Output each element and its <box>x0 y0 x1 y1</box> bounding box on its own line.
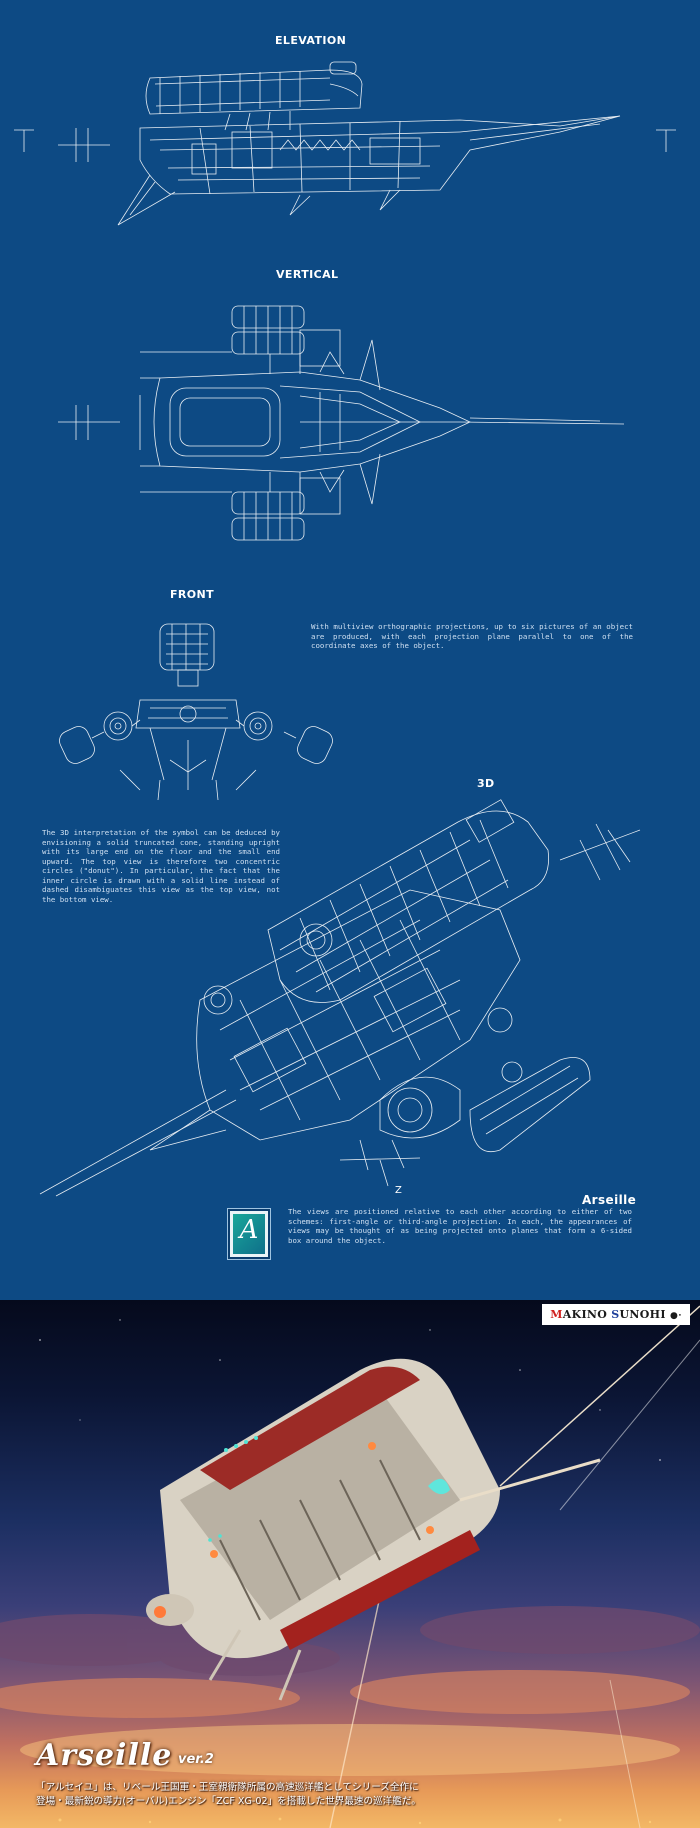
vertical-drawing <box>58 305 625 541</box>
z-axis-label: Z <box>395 1185 403 1196</box>
elevation-label: ELEVATION <box>275 34 347 47</box>
paw-icon: ●⋅ <box>669 1311 682 1321</box>
brand-unohi: UNOHI <box>619 1308 666 1321</box>
illustration-art <box>0 1305 700 1828</box>
airship-illustration <box>146 1305 700 1701</box>
ship-name-label: Arseille <box>582 1193 637 1207</box>
logo-letter: A <box>239 1215 259 1245</box>
brand-initial-m: M <box>550 1308 563 1321</box>
description-line-2: 登場・最新鋭の導力(オーバル)エンジン「ZCF XG-02」を搭載した世界最速の… <box>36 1796 421 1807</box>
logo-background <box>233 1214 265 1254</box>
blueprint-panel: ELEVATION VERTICAL FRONT 3D Arseille Z W… <box>0 0 700 1300</box>
3d-drawing <box>39 799 641 1197</box>
front-drawing <box>59 623 333 801</box>
version-label: ver.2 <box>178 1752 214 1767</box>
front-label: FRONT <box>170 588 215 601</box>
multiview-paragraph: With multiview orthographic projections,… <box>311 622 633 650</box>
blueprint-drawings <box>14 61 676 1197</box>
vertical-label: VERTICAL <box>276 268 339 281</box>
3d-label: 3D <box>477 777 495 790</box>
brand-initial-s: S <box>611 1308 620 1321</box>
interpretation-paragraph: The 3D interpretation of the symbol can … <box>42 828 280 904</box>
illustration-panel <box>0 1300 700 1828</box>
brand-akino: AKINO <box>562 1308 612 1321</box>
description-line-1: 「アルセイユ」は、リベール王国軍・王室親衛隊所属の高速巡洋艦としてシリーズ全作に <box>36 1782 419 1793</box>
logo-badge: A <box>228 1209 270 1259</box>
elevation-drawing <box>14 61 676 226</box>
illustration-title: Arseille <box>36 1738 173 1773</box>
projection-schemes-paragraph: The views are positioned relative to eac… <box>288 1207 632 1245</box>
illustration-description: 「アルセイユ」は、リベール王国軍・王室親衛隊所属の高速巡洋艦としてシリーズ全作に… <box>36 1781 636 1809</box>
brand-logo: MAKINO SUNOHI ●⋅ <box>542 1304 690 1325</box>
